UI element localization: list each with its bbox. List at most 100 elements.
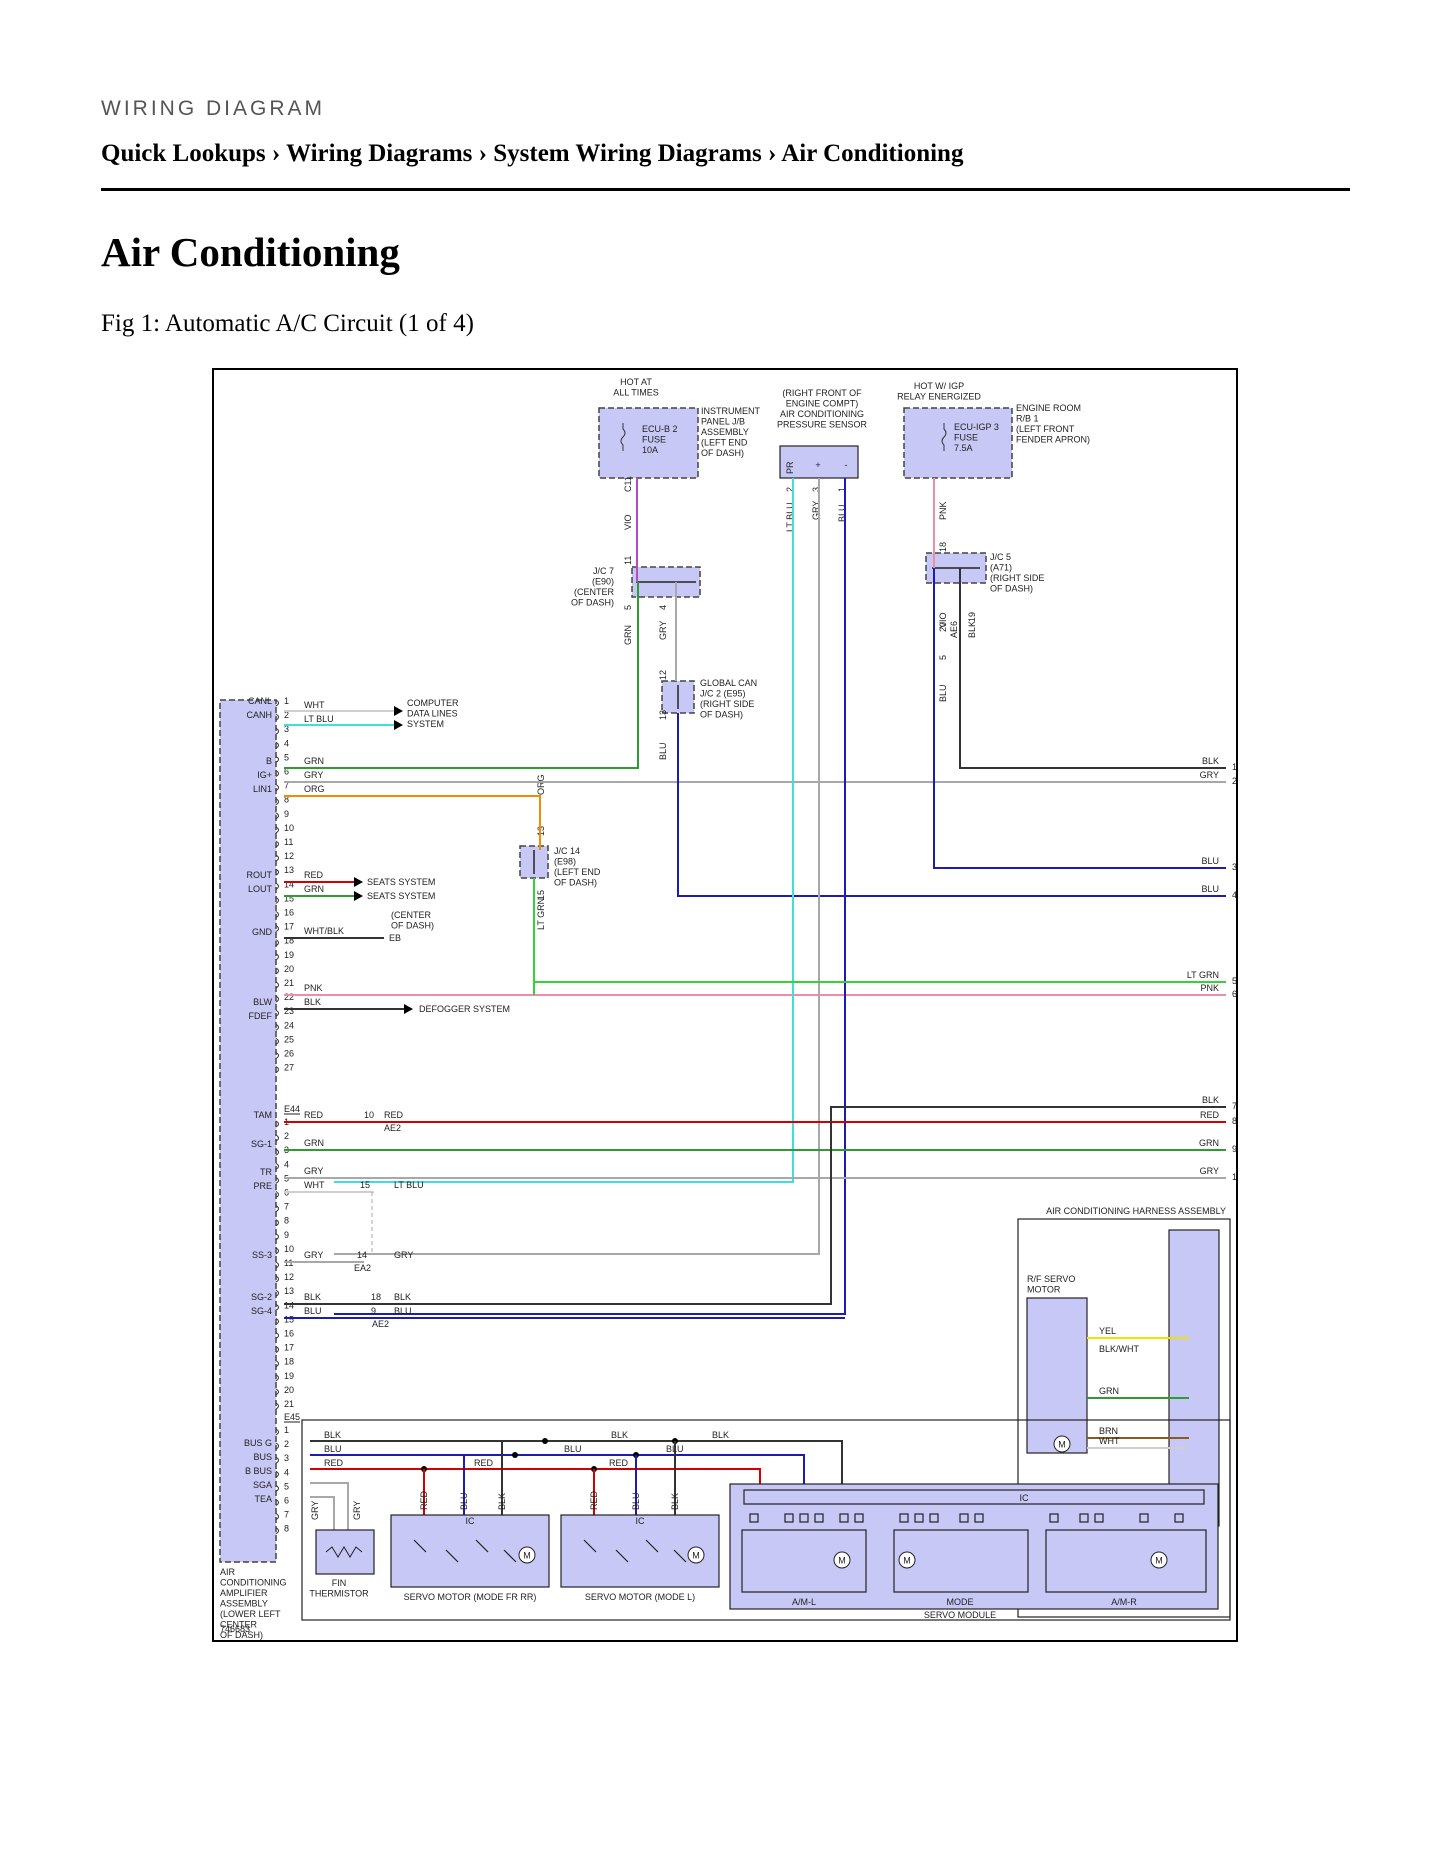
pin-icon: [275, 1289, 279, 1297]
jc5-label: J/C 5: [990, 552, 1011, 562]
pressure-sensor-label: ENGINE COMPT): [786, 399, 859, 409]
pressure-sensor-label: (RIGHT FRONT OF: [782, 388, 862, 398]
wire-color-label: BLK: [304, 1292, 321, 1302]
module-pin: [839, 1513, 849, 1523]
wire-color-label: ORG: [304, 784, 325, 794]
pin-icon: [275, 1120, 279, 1128]
pin-icon: [275, 1037, 279, 1045]
vertical-wire-label: ORG: [536, 774, 546, 795]
pin-number: 16: [284, 908, 294, 918]
fin-thermistor-label: FIN: [332, 1578, 347, 1588]
jc2-label: J/C 2 (E95): [700, 689, 746, 699]
vertical-wire-label: 20: [938, 622, 948, 632]
breadcrumb-item-wiring-diagrams[interactable]: Wiring Diagrams: [286, 140, 473, 167]
amplifier-terminal-label: ROUT: [247, 870, 273, 880]
vertical-wire-label: AE6: [949, 621, 959, 638]
arrow-icon: [394, 706, 403, 716]
pin-icon: [275, 1247, 279, 1255]
pin-icon: [275, 699, 279, 707]
switch-contact: [475, 1539, 489, 1553]
wire-color-label: BLU: [631, 1492, 641, 1510]
pin-number: 1: [284, 1425, 289, 1435]
pin-icon: [275, 1317, 279, 1325]
pin-icon: [275, 939, 279, 947]
right-edge-number: 8: [1232, 1116, 1236, 1126]
jc14-label: OF DASH): [554, 878, 597, 888]
right-edge-number: 6: [1232, 989, 1236, 999]
rf-servo-label: R/F SERVO: [1027, 1274, 1075, 1284]
pin-number: 6: [284, 767, 289, 777]
amplifier-name-label: CONDITIONING: [220, 1578, 287, 1588]
pin-number: 19: [284, 1371, 294, 1381]
splice-dot: [512, 1452, 518, 1458]
wire-color-label: GRN: [304, 756, 324, 766]
computer-data-lines-label: DATA LINES: [407, 709, 458, 719]
pin-number: 2: [284, 710, 289, 720]
jc7-label: J/C 7: [593, 566, 614, 576]
pin-number: 13: [284, 865, 294, 875]
amplifier-name-label: OF DASH): [220, 1630, 263, 1640]
motor-label: M: [838, 1556, 846, 1566]
instrument-panel-jb-label: OF DASH): [701, 448, 744, 458]
amplifier-terminal-label: IG+: [257, 770, 272, 780]
amplifier-terminal-label: BUS: [253, 1452, 272, 1462]
engine-room-rb-label: ENGINE ROOM: [1016, 403, 1081, 413]
pin-icon: [275, 770, 279, 777]
pressure-pin-label: +: [815, 460, 820, 470]
pin-number: 17: [284, 922, 294, 932]
breadcrumb-item-system-wiring[interactable]: System Wiring Diagrams: [493, 140, 762, 167]
breadcrumb-separator: ›: [478, 140, 487, 167]
hot-at-all-times-label: HOT AT: [620, 377, 652, 387]
pressure-sensor-label: PRESSURE SENSOR: [777, 420, 868, 430]
rf-servo-label: MOTOR: [1027, 1285, 1061, 1295]
defogger-system-label: DEFOGGER SYSTEM: [419, 1004, 510, 1014]
pin-number: 5: [284, 752, 289, 762]
wire-color-label: BLU: [324, 1444, 342, 1454]
wire-color-label: BLK: [497, 1493, 507, 1510]
vertical-wire-label: LT GRN: [536, 898, 546, 930]
fin-thermistor-label: THERMISTOR: [309, 1589, 369, 1599]
pin-icon: [275, 840, 279, 848]
amplifier-terminal-label: GND: [252, 927, 273, 937]
pin-number: 25: [284, 1034, 294, 1044]
jc5-label: (A71): [990, 563, 1012, 573]
amplifier-terminal-label: BUS G: [244, 1438, 272, 1448]
jc2-label: (RIGHT SIDE: [700, 699, 754, 709]
vertical-wire-label: C11: [623, 476, 633, 492]
splice-dot: [542, 1438, 548, 1444]
pin-number: 9: [371, 1306, 376, 1316]
pin-icon: [275, 1219, 279, 1227]
connector-e44-label: E44: [284, 1104, 300, 1114]
figure-caption: Fig 1: Automatic A/C Circuit (1 of 4): [101, 310, 474, 337]
jc7-label: OF DASH): [571, 598, 614, 608]
wire-color-label: GRY: [304, 1250, 323, 1260]
switch-contact: [445, 1549, 459, 1563]
pressure-pin-label: PR: [785, 461, 795, 474]
pin-number: 7: [284, 1202, 289, 1212]
breadcrumb: Quick Lookups › Wiring Diagrams › System…: [101, 140, 963, 168]
breadcrumb-item-air-conditioning[interactable]: Air Conditioning: [781, 140, 964, 167]
wire-color-label: GRY: [304, 770, 323, 780]
pin-number: 21: [284, 978, 294, 988]
wire-color-label: RED: [419, 1490, 429, 1510]
motor-label: M: [692, 1551, 700, 1561]
pin-icon: [275, 1162, 279, 1170]
vertical-wire-label: VIO: [938, 612, 948, 628]
pin-number: 15: [284, 1314, 294, 1324]
pin-number: 5: [284, 1481, 289, 1491]
pin-number: 13: [284, 1286, 294, 1296]
amplifier-name-label: CENTER: [220, 1620, 258, 1630]
amplifier-name-label: (LOWER LEFT: [220, 1609, 281, 1619]
mode-label: MODE: [947, 1597, 974, 1607]
pin-number: 2: [284, 1439, 289, 1449]
module-pin: [899, 1513, 909, 1523]
breadcrumb-item-quick-lookups[interactable]: Quick Lookups: [101, 140, 266, 167]
module-pin: [959, 1513, 969, 1523]
module-pin: [1094, 1513, 1104, 1523]
instrument-panel-jb-label: ASSEMBLY: [701, 427, 749, 437]
wire: [677, 713, 1226, 897]
module-pin: [799, 1513, 809, 1523]
pin-number: 4: [284, 738, 289, 748]
ic-bus-box: [743, 1489, 1205, 1505]
